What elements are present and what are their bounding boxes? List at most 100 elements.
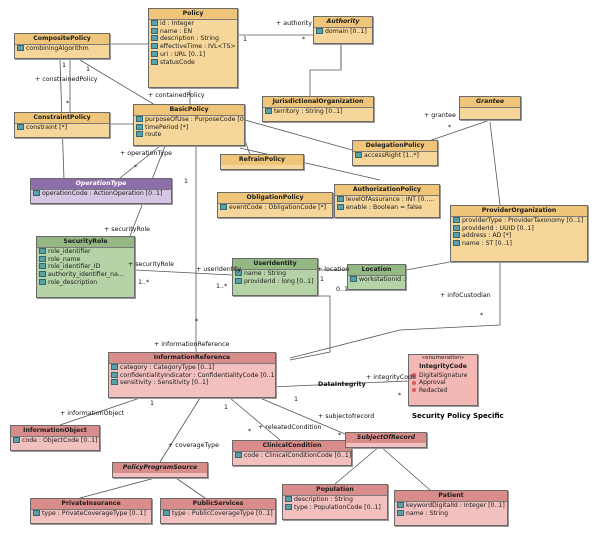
mult-star-e: * bbox=[195, 318, 199, 325]
attr-policy-description: description : String bbox=[149, 35, 237, 43]
class-grantee: Grantee bbox=[459, 96, 521, 120]
class-security-role-title: SecurityRole bbox=[37, 237, 134, 248]
label-integrity-code: + integrityCode bbox=[366, 374, 417, 381]
mult-one-h: 1 bbox=[150, 400, 155, 407]
attr-access-right: accessRight [1..*] bbox=[353, 152, 437, 160]
class-population-title: Population bbox=[283, 485, 387, 496]
mult-one-d: 1 bbox=[184, 178, 189, 185]
mult-one-b: 1 bbox=[62, 62, 67, 69]
label-subject-of-record: + subjectofrecord bbox=[318, 413, 375, 420]
attr-provider-id: providerId : UUID [0..1] bbox=[451, 225, 587, 233]
class-user-identity-title: UserIdentity bbox=[233, 259, 317, 270]
class-clinical-condition: ClinicalCondition code : ClinicalConditi… bbox=[232, 440, 352, 466]
attr-authority-identifier: authority_identifier_na... bbox=[37, 271, 134, 279]
attr-private-coverage-type: type : PrivateCoverageType [0..1] bbox=[31, 510, 151, 518]
mult-star-f: * bbox=[480, 312, 484, 319]
attr-sensitivity: sensitivity : Sensitivity [0..1] bbox=[109, 379, 275, 387]
attr-provider-type: providerType : ProviderTaxonomy [0..1] bbox=[451, 217, 587, 225]
attr-role-identifier: role_identifier bbox=[37, 248, 134, 256]
enum-literal-approval: Approval bbox=[409, 379, 477, 387]
class-basic-policy-title: BasicPolicy bbox=[134, 105, 244, 116]
class-information-reference-title: InformationReference bbox=[109, 353, 275, 364]
label-information-object: + informationObject bbox=[60, 410, 125, 417]
label-constrained-policy: + constrainedPolicy bbox=[35, 76, 98, 83]
class-security-role: SecurityRole role_identifier role_name r… bbox=[36, 236, 135, 298]
class-user-identity: UserIdentity name : String providerId : … bbox=[232, 258, 318, 296]
class-population: Population description : String type : P… bbox=[282, 484, 388, 520]
attr-address: address : AD [*] bbox=[451, 232, 587, 240]
attr-constraint: constraint [*] bbox=[15, 124, 109, 132]
class-composite-policy: CompositePolicy combiningAlgorithm bbox=[14, 33, 110, 59]
label-related-condition: + releatedCondition bbox=[258, 424, 322, 431]
attr-confidentiality-indicator: confidentialityIndicator : Confidentiali… bbox=[109, 372, 275, 380]
class-private-insurance-title: PrivateInsurance bbox=[31, 499, 151, 510]
attr-patient-name: name : String bbox=[395, 510, 507, 518]
enum-integrity-code-title: IntegrityCode bbox=[409, 361, 477, 372]
mult-one-c: 1 bbox=[86, 66, 91, 73]
class-location: Location workstationId : ST bbox=[347, 264, 406, 290]
attr-territory: territory : String [0..1] bbox=[263, 108, 373, 116]
class-authority: Authority domain [0..1] bbox=[313, 16, 373, 44]
class-obligation-policy-title: ObligationPolicy bbox=[218, 193, 332, 204]
attr-user-name: name : String bbox=[233, 270, 317, 278]
class-patient-title: Patient bbox=[395, 491, 507, 502]
class-information-reference: InformationReference category : Category… bbox=[108, 352, 276, 398]
mult-star-b: * bbox=[66, 100, 70, 107]
label-grantee: + grantee bbox=[424, 112, 456, 119]
attr-role-description: role_description bbox=[37, 279, 134, 287]
class-operation-type: OperationType operationCode : ActionOper… bbox=[30, 178, 172, 204]
mult-star-c: * bbox=[134, 164, 138, 171]
mult-one-star-b: 1..* bbox=[216, 283, 228, 290]
attr-policy-name: name : EN bbox=[149, 28, 237, 36]
class-policy-title: Policy bbox=[149, 9, 237, 20]
class-delegation-policy-title: DelegationPolicy bbox=[353, 141, 437, 152]
label-location: + location bbox=[317, 266, 350, 273]
class-jurisdictional-organization: JurisdictionalOrganization territory : S… bbox=[262, 96, 374, 122]
class-information-object-title: InformationObject bbox=[11, 426, 99, 437]
class-provider-organization: ProviderOrganization providerType : Prov… bbox=[450, 205, 588, 262]
label-security-role-assoc: + securityRole bbox=[128, 261, 174, 268]
class-jurisdictional-organization-title: JurisdictionalOrganization bbox=[263, 97, 373, 108]
attr-object-code: code : ObjectCode [0..1] bbox=[11, 437, 99, 445]
class-policy-program-source-title: PolicyProgramSource bbox=[113, 463, 207, 473]
class-refrain-policy-title: RefrainPolicy bbox=[221, 155, 303, 165]
label-user-identity: + userIdentity bbox=[196, 266, 242, 273]
attr-role-name: role_name bbox=[37, 256, 134, 264]
attr-level-of-assurance: levelOfAssurance : INT [0..... bbox=[335, 196, 439, 204]
class-policy: Policy id : Integer name : EN descriptio… bbox=[148, 8, 238, 88]
attr-authority-domain: domain [0..1] bbox=[314, 28, 372, 36]
label-information-reference: + informationReference bbox=[154, 341, 230, 348]
class-subject-of-record: SubjectOfRecord bbox=[345, 432, 427, 448]
class-composite-policy-title: CompositePolicy bbox=[15, 34, 109, 45]
class-constraint-policy-title: ConstraintPolicy bbox=[15, 113, 109, 124]
attr-workstation-id: workstationId : ST bbox=[348, 276, 405, 284]
label-authority: + authority bbox=[276, 20, 312, 27]
class-refrain-policy: RefrainPolicy bbox=[220, 154, 304, 170]
class-information-object: InformationObject code : ObjectCode [0..… bbox=[10, 425, 100, 451]
class-provider-organization-title: ProviderOrganization bbox=[451, 206, 587, 217]
caption-security-policy-specific: Security Policy Specific bbox=[412, 412, 504, 420]
label-contained-policy: + containedPolicy bbox=[148, 92, 205, 99]
mult-one-a: 1 bbox=[243, 36, 248, 43]
mult-star-g: * bbox=[398, 392, 402, 399]
attr-clinical-condition-code: code : ClinicalConditionCode [0..1] bbox=[233, 452, 351, 460]
class-grantee-title: Grantee bbox=[460, 97, 520, 108]
class-constraint-policy: ConstraintPolicy constraint [*] bbox=[14, 112, 110, 138]
label-security-role-upper: + securityRole bbox=[104, 226, 150, 233]
attr-purpose-of-use: purposeOfUse : PurposeCode [0... bbox=[134, 116, 244, 124]
label-coverage-type: + coverageType bbox=[168, 442, 219, 449]
class-authorization-policy: AuthorizationPolicy levelOfAssurance : I… bbox=[334, 184, 440, 218]
attr-policy-effective-time: effectiveTime : IVL<TS> bbox=[149, 43, 237, 51]
attr-user-provider-id: providerId : long [0..1] bbox=[233, 278, 317, 286]
attr-population-type: type : PopulationCode [0..1] bbox=[283, 504, 387, 512]
attr-operation-code: operationCode : ActionOperation [0..1] bbox=[31, 190, 171, 198]
class-location-title: Location bbox=[348, 265, 405, 276]
attr-role-identifier-id: role_identifier_ID bbox=[37, 263, 134, 271]
class-patient: Patient keywordDigitalId : Integer [0..1… bbox=[394, 490, 508, 526]
class-delegation-policy: DelegationPolicy accessRight [1..*] bbox=[352, 140, 438, 166]
mult-star-d: * bbox=[448, 124, 452, 131]
mult-one-star-a: 1..* bbox=[138, 279, 150, 286]
enum-literal-redacted: Redacted bbox=[409, 387, 477, 395]
